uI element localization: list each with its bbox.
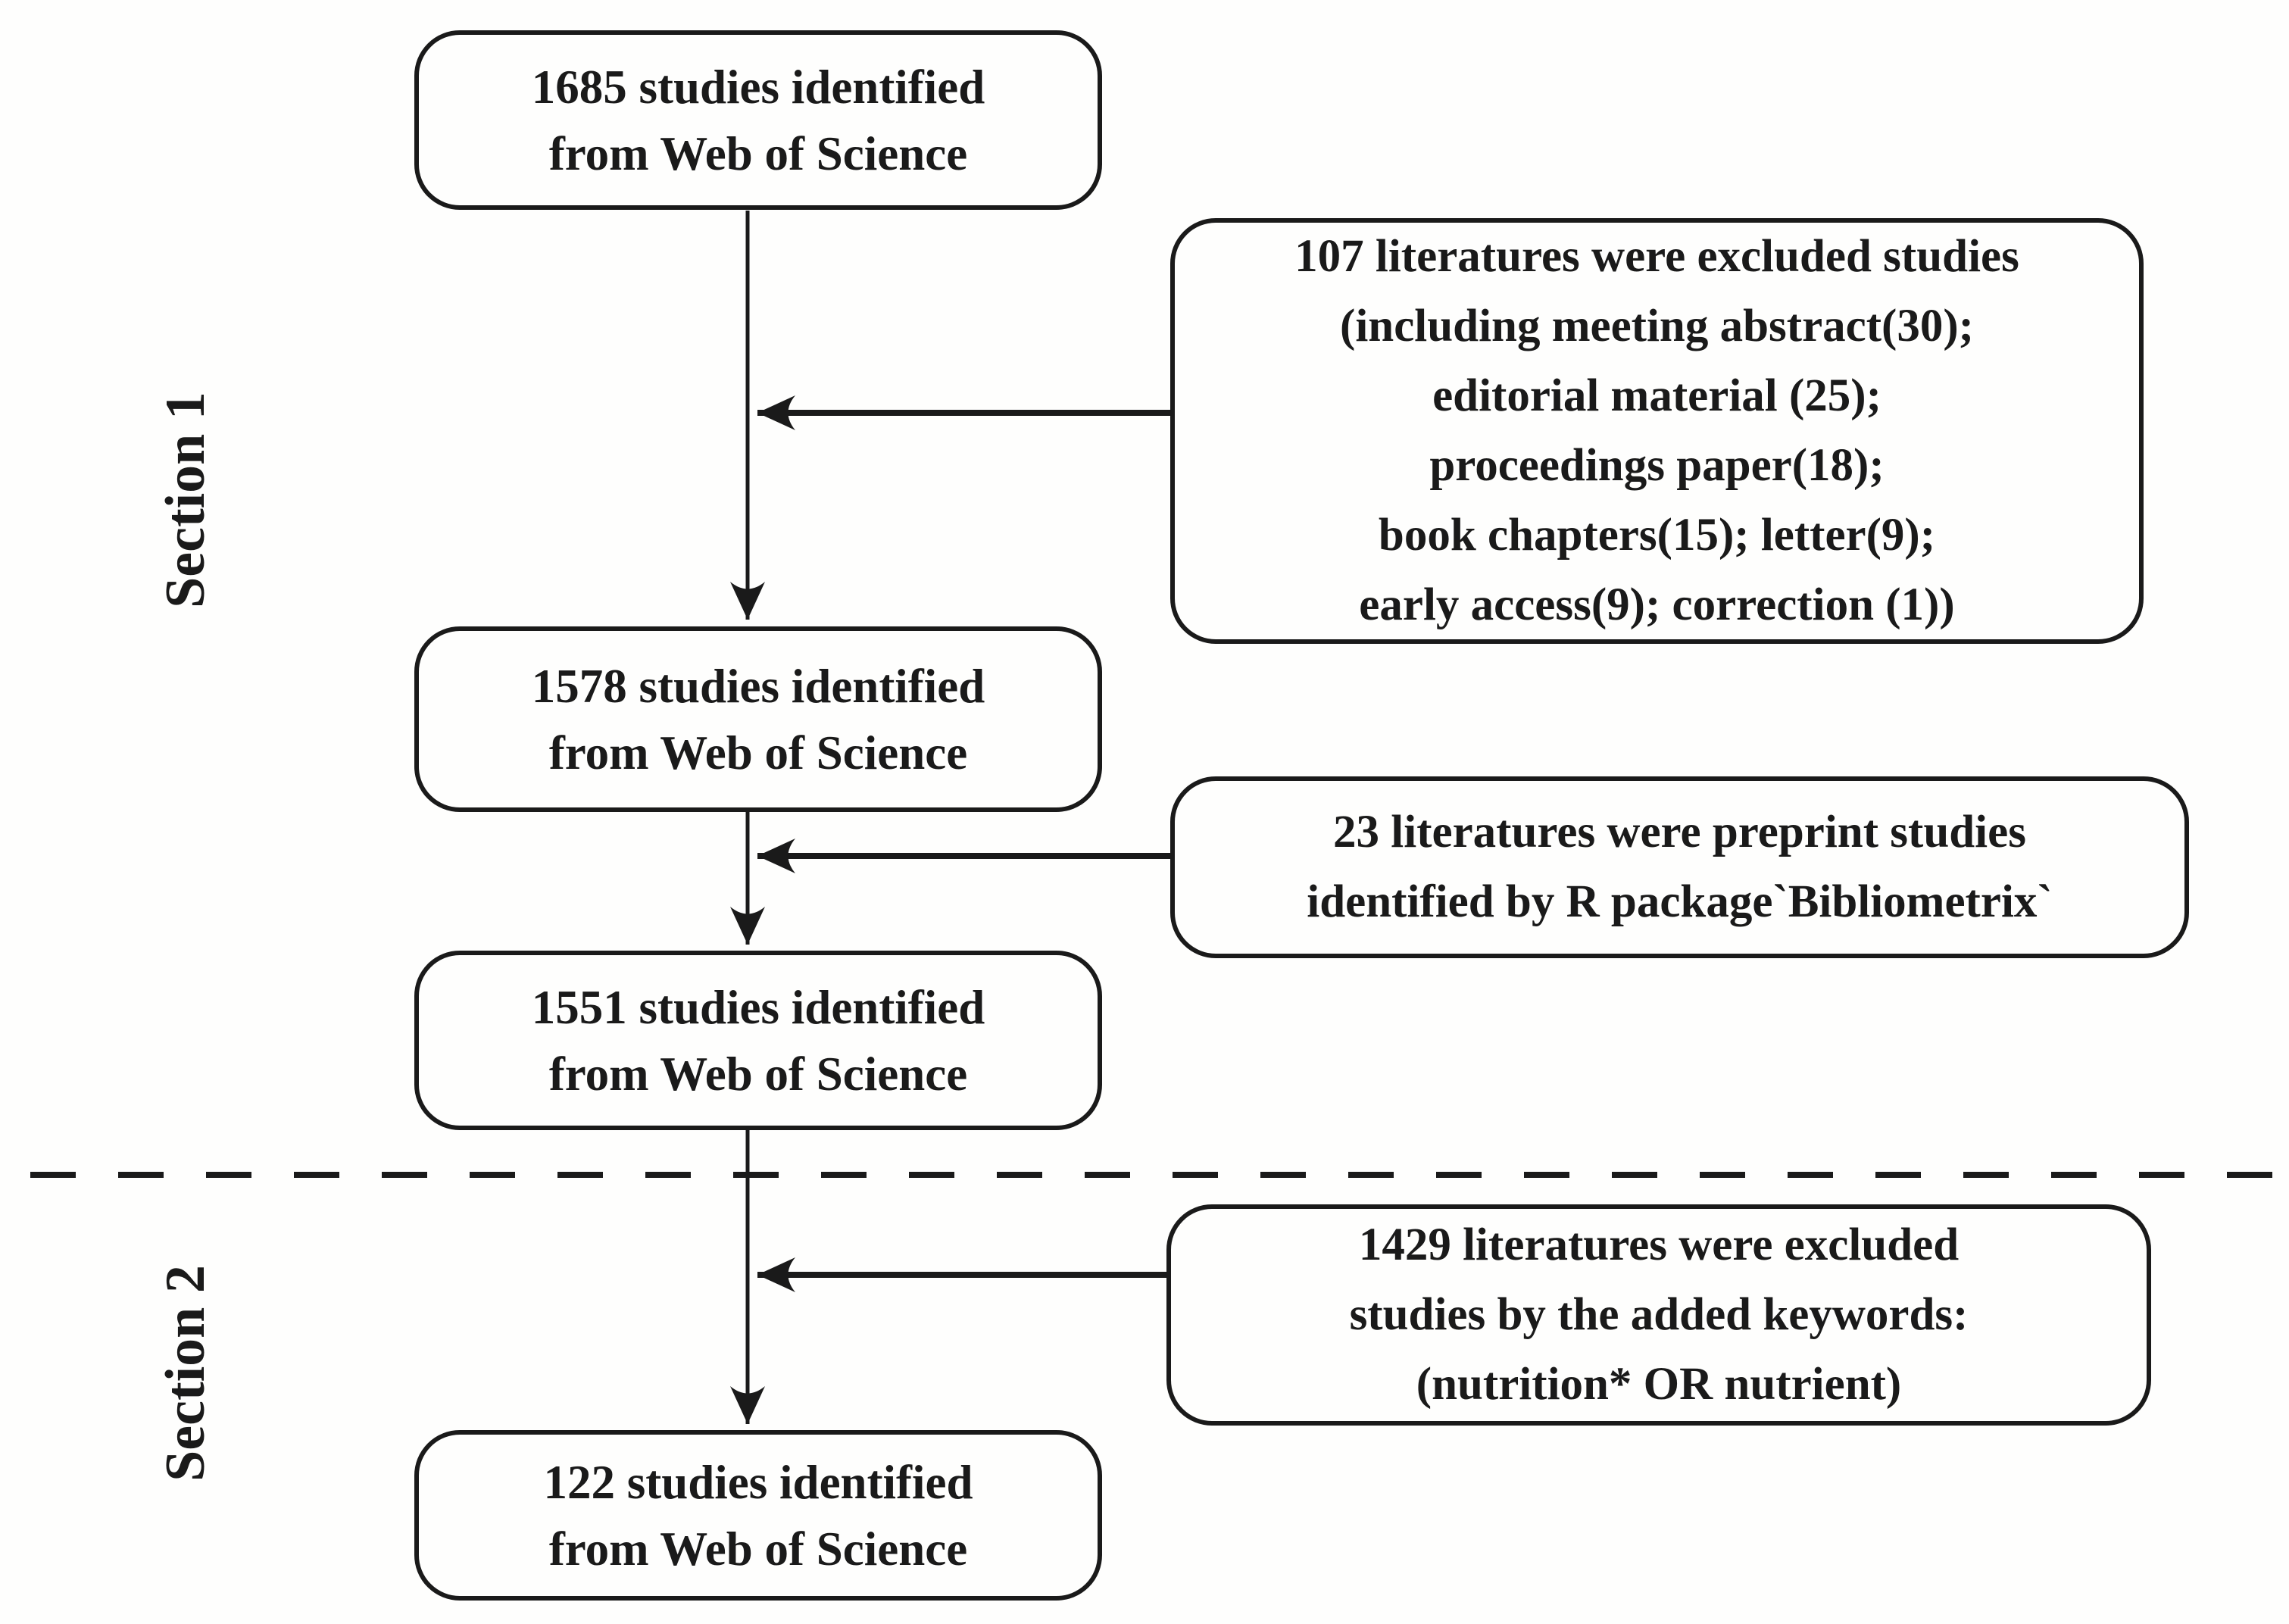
box-text-line: from Web of Science — [548, 1047, 968, 1101]
box-text-line: (nutrition* OR nutrient) — [1416, 1359, 1902, 1410]
box-text-line: editorial material (25); — [1432, 370, 1881, 421]
section-2-label: Section 2 — [155, 1265, 217, 1482]
box-studies-identified-1685: 1685 studies identified from Web of Scie… — [414, 30, 1102, 210]
box-text-line: 122 studies identified — [543, 1455, 973, 1509]
box-text-line: 1429 literatures were excluded — [1358, 1220, 1960, 1270]
box-text-line: (including meeting abstract(30); — [1340, 301, 1974, 351]
box-studies-identified-1578: 1578 studies identified from Web of Scie… — [414, 626, 1102, 812]
box-preprint-23: 23 literatures were preprint studies ide… — [1170, 776, 2189, 958]
box-text-line: from Web of Science — [548, 126, 968, 180]
box-text-line: book chapters(15); letter(9); — [1378, 510, 1936, 561]
box-text-line: 1551 studies identified — [531, 980, 985, 1034]
box-studies-identified-122: 122 studies identified from Web of Scien… — [414, 1430, 1102, 1601]
box-text-line: identified by R package`Bibliometrix` — [1307, 876, 2053, 927]
box-text-line: from Web of Science — [548, 726, 968, 779]
box-studies-identified-1551: 1551 studies identified from Web of Scie… — [414, 951, 1102, 1130]
box-text-line: 107 literatures were excluded studies — [1294, 231, 2019, 282]
box-excluded-107: 107 literatures were excluded studies (i… — [1170, 218, 2144, 644]
section-1-label: Section 1 — [155, 392, 217, 608]
box-text-line: 1578 studies identified — [531, 659, 985, 713]
box-text-line: from Web of Science — [548, 1522, 968, 1576]
box-excluded-1429: 1429 literatures were excluded studies b… — [1166, 1204, 2151, 1426]
box-text-line: 1685 studies identified — [531, 60, 985, 114]
box-text-line: proceedings paper(18); — [1429, 440, 1885, 491]
box-text-line: 23 literatures were preprint studies — [1333, 807, 2026, 857]
box-text-line: studies by the added keywords: — [1349, 1289, 1969, 1340]
box-text-line: early access(9); correction (1)) — [1359, 579, 1955, 630]
